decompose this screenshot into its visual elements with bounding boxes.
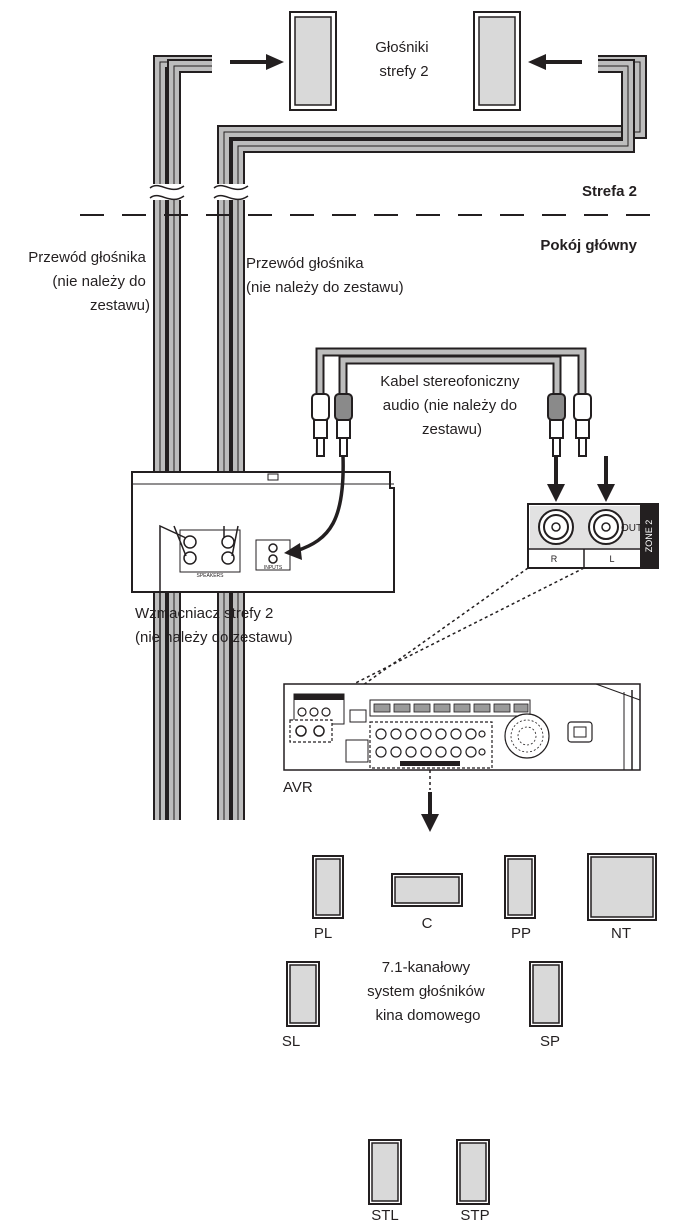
zone2-out-jack-panel: OUT R L ZONE 2 [527,503,659,569]
speaker-stp [456,1139,490,1205]
zone2-speakers-label: Głośniki strefy 2 [375,39,433,80]
speaker-sp [529,961,563,1027]
avr-label: AVR [283,779,313,796]
speaker-wire-right-label: Przewód głośnika (nie należy do zestawu) [246,255,404,296]
zone2-out-text: OUT [621,523,642,534]
home-theater-label: 7.1-kanałowy system głośników kina domow… [367,959,489,1024]
stereo-audio-cable [315,347,587,396]
arrow-to-left-speaker [230,54,284,70]
zone2-l-text: L [609,554,614,564]
arrow-to-right-speaker [528,54,582,70]
zone-label: Strefa 2 [582,183,637,200]
stereo-cable-label: Kabel stereofoniczny audio (nie należy d… [380,373,523,438]
speaker-cable-right [217,55,647,820]
amp-label: Wzmacniacz strefy 2 (nie należy do zesta… [135,605,293,646]
speaker-stl [368,1139,402,1205]
speaker-pp [504,855,536,919]
arrow-to-zone2-out-r [547,456,565,502]
rca-plug-amp-dark [334,393,353,457]
main-room-label: Pokój główny [540,237,637,254]
rca-plug-avr-dark [547,393,566,457]
avr-receiver [283,683,641,771]
speaker-wire-left-label: Przewód głośnika (nie należy do zestawu) [28,249,150,314]
cable-break-marks [149,184,249,201]
speaker-pp-label: PP [511,925,531,942]
arrow-to-zone2-out-l [597,456,615,502]
speaker-stp-label: STP [460,1207,489,1223]
speaker-nt-label: NT [611,925,631,942]
speaker-c-label: C [422,915,433,932]
speaker-cable-left [153,55,212,820]
amp-speakers-text: SPEAKERS [197,573,225,579]
arrow-to-amp-inputs [284,455,345,560]
zone2-vertical-text: ZONE 2 [644,520,654,553]
speaker-nt [587,853,657,921]
speaker-pl [312,855,344,919]
speaker-sl-label: SL [282,1033,300,1050]
speaker-stl-label: STL [371,1207,399,1223]
speaker-sp-label: SP [540,1033,560,1050]
speaker-pl-label: PL [314,925,332,942]
arrow-to-home-theater [421,770,439,832]
rca-plug-avr-white [573,393,592,457]
speaker-c [391,873,463,907]
zone2-amplifier: SPEAKERS INPUTS [131,471,395,593]
zone2-r-text: R [551,554,558,564]
speaker-sl [286,961,320,1027]
amp-inputs-text: INPUTS [264,565,283,571]
speaker-cable-terminal-ends [159,524,239,820]
rca-plug-amp-white [311,393,330,457]
